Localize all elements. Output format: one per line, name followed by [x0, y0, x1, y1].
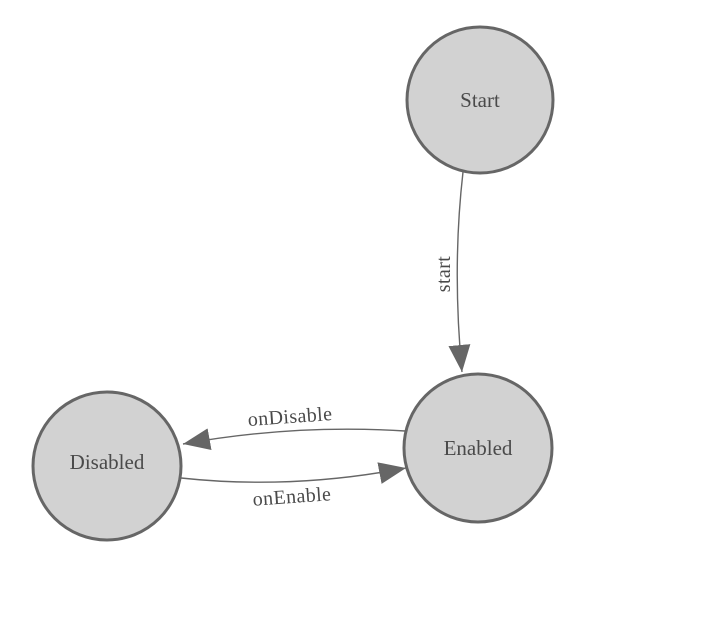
node-enabled-circle [402, 372, 554, 524]
node-disabled: Disabled [31, 390, 183, 542]
node-start-label: Start [460, 88, 500, 112]
edge-line-onenable [180, 462, 407, 484]
edge-start-to-enabled: start [433, 171, 471, 373]
node-enabled: Enabled [402, 372, 554, 524]
node-disabled-circle [31, 390, 183, 542]
edge-enabled-to-disabled: onDisable [182, 403, 406, 450]
node-start-circle [405, 25, 555, 175]
edge-line-start [448, 171, 471, 373]
edge-line-ondisable [182, 428, 406, 450]
edge-label-onenable: onEnable [252, 483, 332, 510]
node-enabled-label: Enabled [444, 436, 513, 460]
node-disabled-label: Disabled [70, 450, 145, 474]
edge-label-ondisable: onDisable [247, 403, 333, 431]
edge-disabled-to-enabled: onEnable [180, 462, 407, 511]
edge-label-start: start [433, 256, 455, 292]
node-start: Start [405, 25, 555, 175]
